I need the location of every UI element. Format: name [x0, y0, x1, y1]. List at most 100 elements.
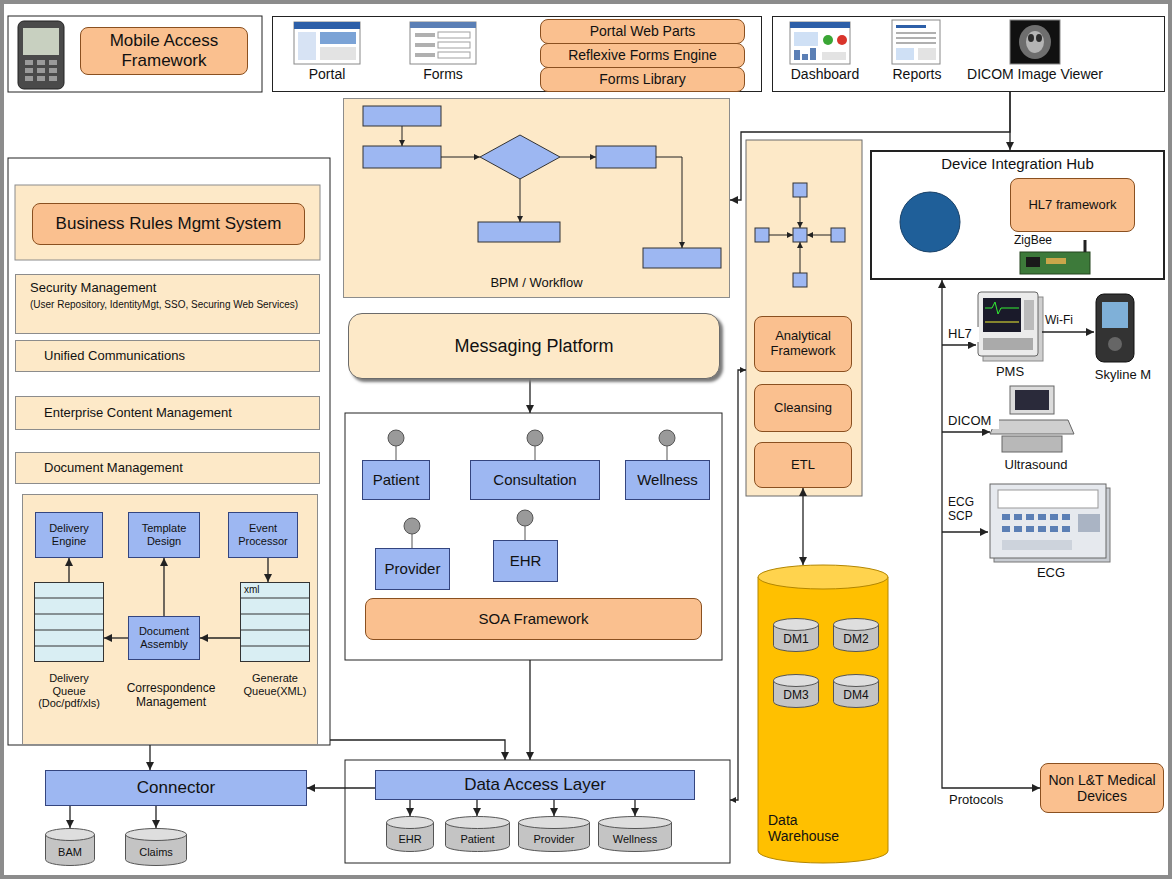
connector-arrow: [200, 637, 240, 638]
dashboard-screenshot: [790, 22, 850, 64]
ecg-machine: [990, 484, 1106, 558]
panel: [15, 185, 320, 260]
ecg-machine: [1050, 526, 1058, 532]
forms-screenshot: [410, 22, 476, 64]
mobile-device: [49, 76, 57, 81]
ultrasound-machine: [990, 386, 1074, 452]
workflow-chart: [643, 248, 721, 268]
database-cylinder: DM1: [773, 618, 819, 652]
workflow-arrow: [441, 157, 480, 158]
box-label: Device Integration Hub: [870, 155, 1165, 172]
service-box: Template Design: [128, 512, 200, 558]
label-frame: Cleansing: [755, 385, 851, 431]
box-label: Consultation: [493, 471, 576, 488]
mobile-device: [49, 68, 57, 73]
dashboard-screenshot: [837, 35, 847, 45]
ecg-machine: [1078, 514, 1100, 532]
box-label: Patient: [373, 471, 420, 488]
component-box: ETL: [754, 442, 852, 488]
platform-box: Messaging Platform: [348, 313, 720, 379]
mobile-device: [25, 60, 33, 65]
ecg-machine: [1002, 514, 1010, 520]
panel: [746, 140, 862, 496]
service-box: Connector: [45, 770, 307, 806]
box-label: Document Management: [44, 461, 183, 476]
box-label: Connector: [137, 778, 215, 798]
flow-arrow: [942, 344, 976, 345]
label-frame: Patient: [363, 461, 429, 499]
component-box: Reflexive Forms Engine: [540, 43, 745, 67]
analytics-graph: [800, 242, 801, 273]
box-label: Forms Library: [599, 71, 685, 87]
queue-slot: [35, 630, 104, 631]
forms-screenshot: [410, 22, 476, 64]
cylinder-outline: [446, 817, 510, 829]
label-frame: DM3: [773, 674, 819, 708]
box-label: Document Assembly: [135, 625, 193, 650]
dicom-image: [1010, 20, 1060, 64]
service-box: EHR: [493, 540, 558, 582]
dashboard-screenshot: [790, 22, 850, 64]
queue-outline: [35, 583, 104, 662]
label-frame: Template Design: [129, 513, 199, 557]
report-screenshot: [896, 32, 936, 34]
dashboard-screenshot: [794, 32, 818, 46]
analytics-graph: [755, 183, 845, 287]
flow-arrow: [149, 745, 150, 770]
label-frame: Delivery Engine: [36, 513, 102, 557]
ecg-machine: [1026, 526, 1034, 532]
service-band: Enterprise Content Management: [15, 396, 320, 430]
analytics-graph: [793, 228, 807, 242]
label-frame: Unified Communications: [16, 341, 319, 371]
box-label: Cleansing: [774, 401, 832, 416]
label-frame: Messaging Platform: [349, 314, 719, 378]
component-box: Forms Library: [540, 67, 745, 91]
mobile-device: [37, 68, 45, 73]
box-label: Messaging Platform: [454, 336, 613, 357]
queue-outline: [241, 583, 310, 662]
analytics-graph: [807, 235, 831, 236]
cylinder-outline: [834, 619, 879, 631]
label-frame: EHR: [494, 541, 557, 581]
ultrasound-machine: [1002, 436, 1062, 452]
zigbee-board: [1084, 240, 1087, 252]
box-label: Event Processor: [235, 522, 291, 547]
workflow-chart: [363, 146, 441, 168]
mobile-device: [37, 60, 45, 65]
panel-box: HL7 framework Device Integration Hub: [870, 150, 1165, 280]
queue-stack: xmlGenerate Queue(XML): [240, 582, 310, 712]
workflow-chart: [596, 146, 656, 168]
workflow-chart: [480, 135, 560, 179]
component-box: Analytical Framework: [754, 316, 852, 372]
patient-monitor: [978, 292, 1043, 361]
warehouse-cylinder: [758, 565, 888, 589]
ultrasound-machine: [990, 420, 1074, 434]
service-interface-lollipop: [525, 526, 526, 540]
panel: [22, 494, 318, 745]
workflow-chart: [363, 106, 721, 268]
forms-screenshot: [438, 42, 470, 48]
queue-slot: [35, 614, 104, 615]
label-frame: HL7 framework: [1011, 179, 1134, 231]
box-label: Wellness: [637, 471, 698, 488]
connector-arrow: [307, 787, 375, 788]
workflow-arrow: [402, 126, 403, 146]
queue-slot: [35, 598, 104, 599]
box-label: Unified Communications: [44, 349, 185, 364]
mobile-device: [25, 68, 33, 73]
label-frame: Document Assembly: [129, 617, 199, 659]
mobile-device: [49, 60, 57, 65]
database-cylinder: EHR: [386, 816, 434, 852]
box-label: Security Management: [30, 281, 310, 296]
flow-arrow: [942, 531, 988, 532]
connector-arrow: [163, 558, 164, 616]
box-label: Portal Web Parts: [590, 23, 696, 39]
service-interface-lollipop: [527, 430, 543, 446]
handheld-device: [1108, 337, 1122, 351]
mobile-device: [18, 21, 64, 89]
box-label: Business Rules Mgmt System: [56, 214, 282, 234]
panel: [8, 158, 330, 745]
label-frame: Analytical Framework: [755, 317, 851, 371]
